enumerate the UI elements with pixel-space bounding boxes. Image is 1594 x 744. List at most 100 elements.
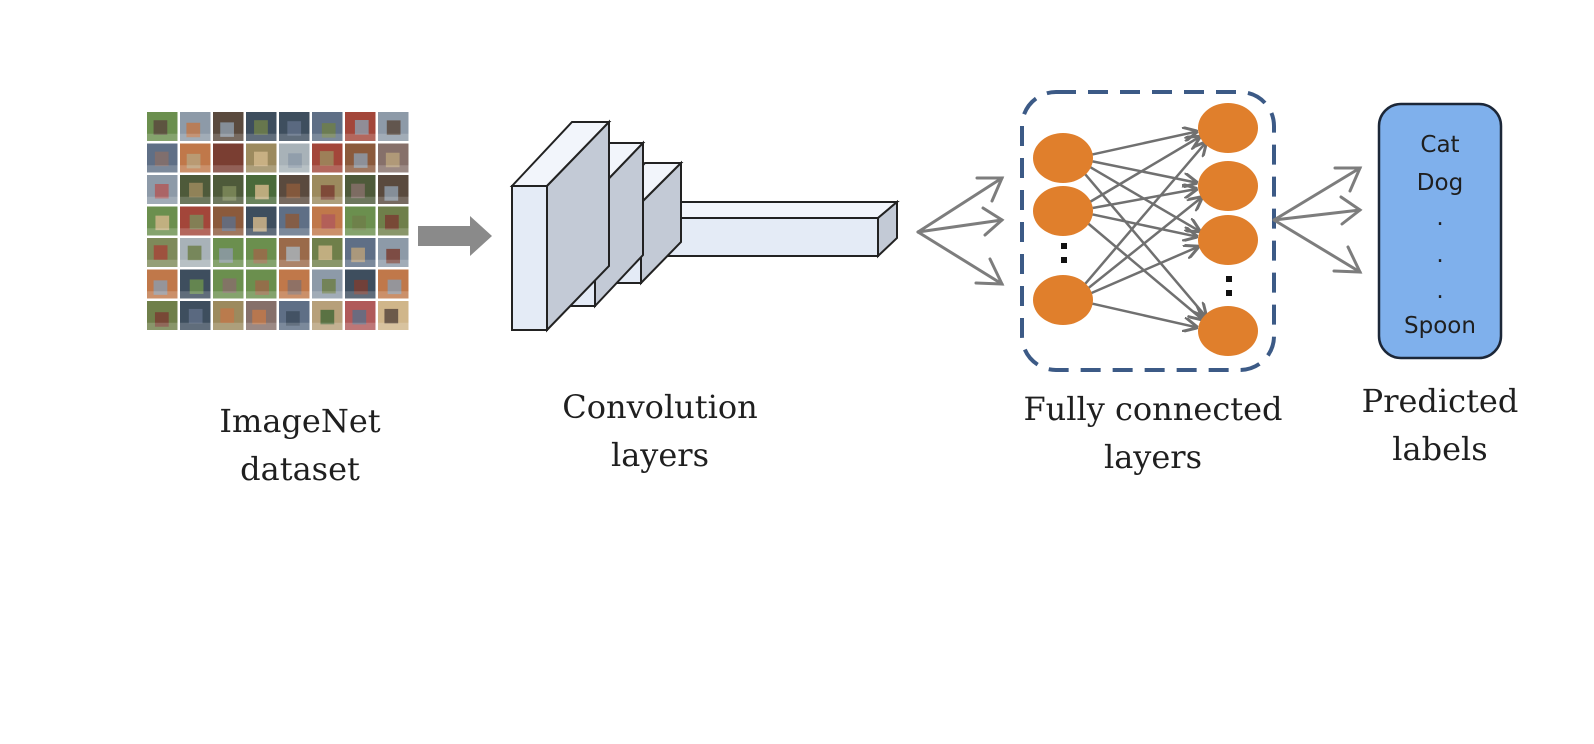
caption-fully-connected: Fully connected (1023, 390, 1282, 428)
imagenet-thumbnail (279, 206, 310, 236)
flatten-bar (662, 199, 900, 259)
imagenet-thumbnail (180, 112, 211, 141)
imagenet-thumbnail (312, 269, 343, 299)
imagenet-thumbnail (246, 206, 277, 236)
imagenet-thumbnail (246, 301, 277, 330)
label-ellipsis-2: . (1436, 242, 1443, 268)
imagenet-thumbnail (312, 238, 343, 267)
imagenet-thumbnail (147, 143, 178, 173)
imagenet-thumbnail (345, 112, 376, 141)
caption-fc-layers: layers (1104, 438, 1202, 476)
imagenet-thumbnail (345, 269, 376, 299)
imagenet-thumbnail (279, 269, 310, 299)
imagenet-thumbnail (312, 301, 343, 330)
fc-connection (1082, 142, 1206, 287)
caption-dataset: dataset (240, 450, 360, 488)
caption-labels: labels (1392, 430, 1487, 468)
imagenet-thumbnail (345, 206, 376, 236)
imagenet-thumbnail (147, 301, 178, 330)
imagenet-thumbnail (180, 143, 211, 173)
fc-connection (1090, 247, 1198, 295)
fc-ellipsis-dots (1061, 243, 1232, 296)
convolution-blocks (509, 119, 900, 333)
imagenet-thumbnail (213, 301, 244, 330)
conv-block-1 (509, 119, 612, 333)
imagenet-thumbnail (312, 206, 343, 236)
imagenet-thumbnail (345, 175, 376, 204)
imagenet-thumbnail (345, 238, 376, 267)
neuron-node (1198, 103, 1258, 153)
label-dog: Dog (1417, 170, 1463, 196)
imagenet-thumbnail (213, 206, 244, 236)
neuron-node (1198, 306, 1258, 356)
imagenet-thumbnail-grid (147, 112, 409, 330)
imagenet-thumbnail (213, 269, 244, 299)
imagenet-thumbnail (180, 206, 211, 236)
fc-connection (1092, 189, 1197, 210)
imagenet-thumbnail (246, 143, 277, 173)
fc-connection (1082, 171, 1206, 316)
fc-dashed-container (1020, 90, 1276, 372)
conv-to-fc-fan-arrows (916, 176, 1005, 286)
fc-neurons (1033, 103, 1258, 356)
label-spoon: Spoon (1404, 313, 1476, 339)
imagenet-thumbnail (378, 301, 409, 330)
imagenet-thumbnail (147, 269, 178, 299)
fc-to-labels-fan-arrows (1272, 166, 1363, 274)
imagenet-thumbnail (312, 175, 343, 204)
fc-connection (1092, 132, 1197, 156)
label-ellipsis-1: . (1436, 205, 1443, 231)
imagenet-thumbnail (246, 112, 277, 141)
imagenet-thumbnail (378, 175, 409, 204)
label-ellipsis-3: . (1436, 278, 1443, 304)
caption-conv-layers: layers (611, 436, 709, 474)
imagenet-thumbnail (147, 175, 178, 204)
fc-connection (1092, 213, 1197, 236)
imagenet-thumbnail (246, 175, 277, 204)
fc-connection (1092, 302, 1196, 328)
imagenet-thumbnail (279, 112, 310, 141)
imagenet-thumbnail (279, 175, 310, 204)
imagenet-thumbnail (378, 206, 409, 236)
imagenet-thumbnail (180, 301, 211, 330)
imagenet-thumbnail (147, 206, 178, 236)
neuron-node (1198, 215, 1258, 265)
imagenet-thumbnail (147, 238, 178, 267)
imagenet-thumbnail (279, 301, 310, 330)
imagenet-thumbnail (213, 143, 244, 173)
imagenet-thumbnail (312, 112, 343, 141)
imagenet-thumbnail (378, 238, 409, 267)
dataset-to-conv-arrow (418, 216, 492, 256)
imagenet-thumbnail (180, 175, 211, 204)
fc-connection (1086, 197, 1202, 290)
imagenet-thumbnail (147, 112, 178, 141)
imagenet-thumbnail (378, 269, 409, 299)
caption-convolution: Convolution (562, 388, 758, 426)
imagenet-thumbnail (345, 301, 376, 330)
label-cat: Cat (1420, 132, 1459, 158)
imagenet-thumbnail (246, 238, 277, 267)
imagenet-thumbnail (180, 238, 211, 267)
neuron-node (1033, 133, 1093, 183)
neuron-node (1033, 186, 1093, 236)
predicted-labels-box (1377, 102, 1503, 360)
fc-connection (1089, 137, 1200, 204)
imagenet-thumbnail (279, 143, 310, 173)
fc-connection (1092, 160, 1197, 182)
imagenet-thumbnail (279, 238, 310, 267)
neuron-node (1198, 161, 1258, 211)
imagenet-thumbnail (213, 238, 244, 267)
imagenet-thumbnail (213, 175, 244, 204)
imagenet-thumbnail (345, 143, 376, 173)
imagenet-thumbnail (180, 269, 211, 299)
caption-predicted: Predicted (1362, 382, 1519, 420)
imagenet-thumbnail (213, 112, 244, 141)
imagenet-thumbnail (378, 112, 409, 141)
imagenet-thumbnail (378, 143, 409, 173)
fc-connections (1082, 132, 1206, 328)
caption-imagenet: ImageNet (219, 402, 380, 440)
imagenet-thumbnail (312, 143, 343, 173)
imagenet-thumbnail (246, 269, 277, 299)
neuron-node (1033, 275, 1093, 325)
